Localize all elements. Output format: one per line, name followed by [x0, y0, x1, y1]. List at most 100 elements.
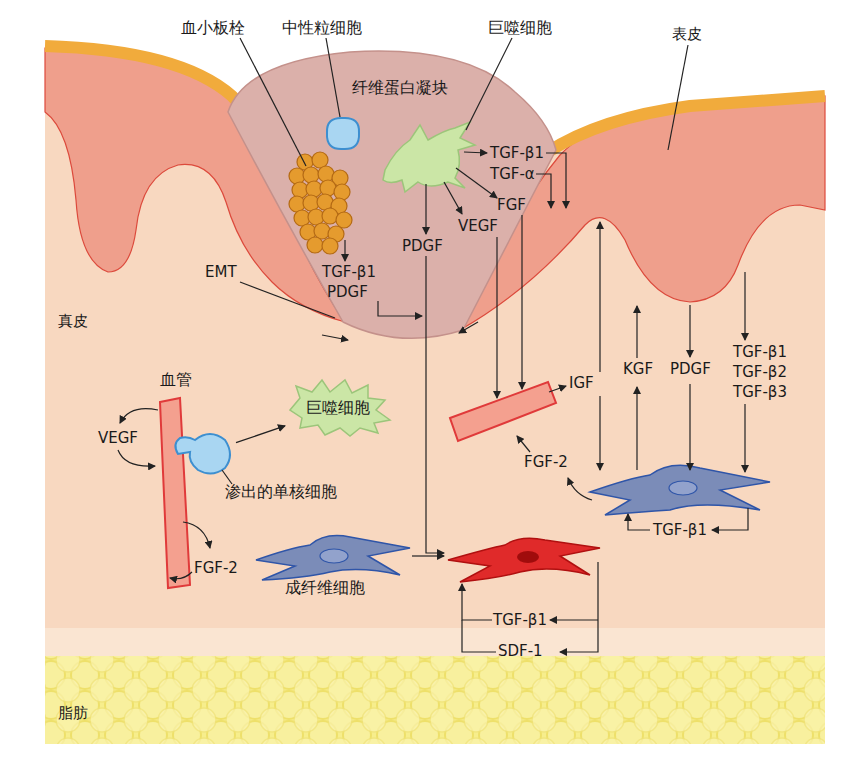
arrow-line [462, 620, 496, 652]
layer-label: 脂肪 [58, 704, 88, 722]
node-outline [322, 112, 364, 154]
growth-factor: IGF [569, 374, 594, 392]
arrow [712, 508, 748, 530]
node-outline [252, 530, 414, 584]
arrow [628, 514, 650, 530]
arrow [412, 555, 444, 556]
macrophage-shape [290, 380, 390, 436]
fibroblast-shape [256, 536, 410, 580]
node-outline [285, 150, 355, 256]
arrow [517, 436, 530, 452]
growth-factor: TGF-β1 [653, 521, 707, 539]
node-label: 巨噬细胞 [306, 398, 370, 418]
arrow [560, 562, 598, 652]
platelet [303, 167, 319, 183]
fibroblast: 成纤维细胞 [252, 530, 414, 584]
arrow [599, 396, 600, 470]
neutrophil-shape [327, 118, 359, 149]
node-outline [170, 428, 236, 480]
fibroblast-nucleus [669, 481, 697, 495]
growth-factor: TGF-β1 [493, 611, 547, 629]
node-label: 血管 [160, 370, 192, 390]
arrow [689, 384, 690, 470]
myofibroblast-nucleus [517, 551, 539, 563]
fibroblast-nucleus [320, 549, 348, 563]
arrow [496, 237, 497, 398]
growth-factor: VEGF [98, 429, 138, 447]
arrow [599, 222, 600, 372]
leader-line [240, 38, 306, 166]
layer-label: 表皮 [672, 25, 702, 43]
node-label: 血小板栓 [181, 18, 245, 38]
layer-label: 真皮 [58, 312, 88, 330]
growth-factor: FGF-2 [194, 559, 238, 577]
fibroblast-right [590, 465, 770, 515]
arrow [636, 387, 637, 470]
macrophage: 巨噬细胞 [285, 376, 395, 438]
arrow [744, 272, 745, 340]
leader-line [326, 38, 340, 117]
growth-factor: SDF-1 [498, 642, 543, 660]
arrow [426, 256, 444, 553]
process-label: EMT [205, 263, 237, 281]
arrow [456, 168, 497, 198]
vessel-shape [160, 398, 190, 588]
neutrophil: 中性粒细胞 [322, 112, 364, 154]
leader-line [668, 45, 688, 150]
arrow [378, 301, 422, 316]
platelet [334, 184, 350, 200]
growth-factor: FGF-2 [524, 453, 568, 471]
arrow [546, 153, 566, 208]
leader-line [222, 470, 232, 484]
arrow [344, 240, 345, 261]
node-label: 巨噬细胞 [488, 18, 552, 38]
dermis [45, 46, 825, 640]
monocyte-shape [175, 434, 230, 474]
arrow [322, 335, 348, 340]
arrow [444, 182, 462, 214]
node-label: 渗出的单核细胞 [225, 482, 337, 502]
growth-factor: KGF [623, 360, 653, 378]
arrow [549, 386, 566, 392]
arrow [636, 306, 637, 358]
fibrin-clot: 纤维蛋白凝块中性粒细胞血小板栓巨噬细胞 [222, 42, 562, 354]
platelet [307, 237, 323, 253]
growth-factor: TGF-β1 [733, 343, 787, 361]
connector-arrow [236, 426, 285, 443]
arrow [459, 322, 478, 333]
growth-factor: TGF-β3 [733, 383, 787, 401]
arrow [118, 450, 155, 466]
macrophage-shape [383, 122, 475, 192]
monocyte: 渗出的单核细胞 [170, 428, 236, 480]
node-label: 中性粒细胞 [282, 18, 362, 38]
arrow [536, 174, 551, 208]
arrow [521, 215, 522, 389]
arrow [462, 584, 492, 620]
macrophage: 巨噬细胞 [378, 118, 478, 196]
platelet [336, 212, 352, 228]
arrow [120, 409, 158, 423]
arrow [689, 305, 690, 357]
myofibroblast [448, 538, 600, 582]
arrow [568, 478, 592, 500]
fat-layer [45, 656, 825, 744]
node-label: 成纤维细胞 [285, 578, 365, 598]
fat-cells [45, 656, 825, 744]
dermis-lower-band [45, 628, 825, 658]
clot-shape [228, 51, 556, 338]
fat-cells [45, 656, 825, 744]
leader-line [466, 38, 512, 130]
blood-vessel: 血管 [152, 394, 196, 592]
arrow [183, 522, 210, 548]
arrow [550, 619, 598, 620]
arrow [425, 184, 426, 234]
arrow [170, 572, 192, 579]
node-outline [152, 394, 196, 592]
growth-factor: TGF-β2 [733, 363, 787, 381]
blood-vessel-right [450, 382, 556, 441]
platelet [322, 238, 338, 254]
stratum-corneum-right [548, 96, 825, 152]
